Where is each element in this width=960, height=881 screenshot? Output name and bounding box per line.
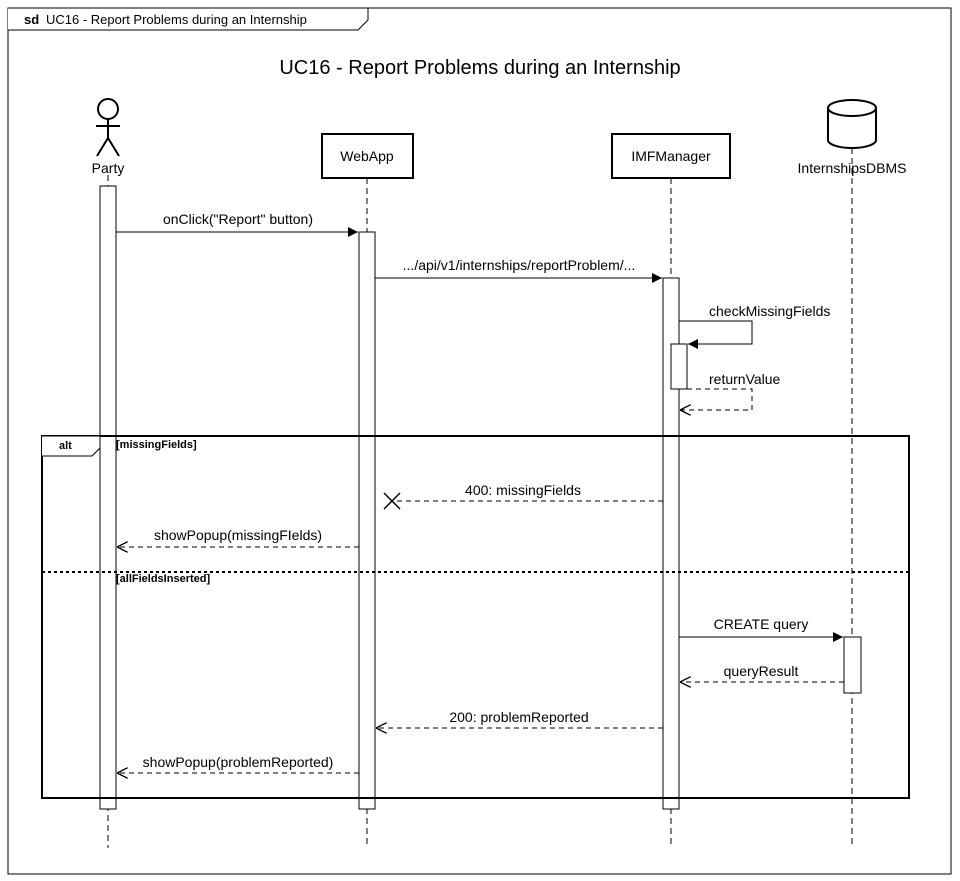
participant-imfmanager-box (611, 133, 731, 179)
alt-guard-all-fields-inserted: [allFieldsInserted] (116, 573, 210, 585)
message-200-label: 200: problemReported (449, 709, 588, 725)
activation-imfmanager (662, 277, 680, 810)
message-check-missing-fields-label: checkMissingFields (709, 303, 830, 319)
participant-internshipsdbms-label: InternshipsDBMS (798, 160, 907, 176)
sd-frame-name: UC16 - Report Problems during an Interns… (46, 12, 307, 27)
activation-internshipsdbms (843, 636, 862, 694)
activation-party (99, 185, 117, 810)
destroy-x-icon (383, 492, 401, 510)
database-icon (827, 99, 877, 149)
message-show-popup-reported-label: showPopup(problemReported) (143, 754, 334, 770)
diagram-title: UC16 - Report Problems during an Interns… (279, 57, 680, 79)
alt-guard-missing-fields: [missingFields] (116, 439, 197, 451)
message-onclick-label: onClick("Report" button) (163, 211, 313, 227)
participant-party-label: Party (92, 160, 125, 176)
message-api-call-label: .../api/v1/internships/reportProblem/... (403, 257, 636, 273)
message-query-result-label: queryResult (724, 663, 799, 679)
alt-fragment (41, 435, 910, 799)
participant-webapp-label: WebApp (340, 148, 394, 164)
message-check-missing-fields-arrow (679, 320, 753, 349)
activation-webapp (358, 231, 376, 810)
message-400-label: 400: missingFields (465, 482, 581, 498)
sd-keyword: sd (24, 12, 39, 27)
message-show-popup-missing-label: showPopup(missingFIelds) (154, 527, 322, 543)
sd-frame-tab (8, 7, 369, 31)
participant-webapp-box (321, 133, 414, 179)
actor-party-icon (96, 98, 120, 157)
message-return-value-arrow (680, 388, 753, 410)
activation-imfmanager-self (670, 343, 688, 390)
sd-frame (7, 7, 952, 875)
message-create-query-label: CREATE query (714, 616, 809, 632)
alt-operator: alt (59, 440, 72, 452)
message-return-value-label: returnValue (709, 371, 781, 387)
participant-imfmanager-label: IMFManager (631, 148, 711, 164)
alt-fragment-tab (42, 435, 101, 457)
